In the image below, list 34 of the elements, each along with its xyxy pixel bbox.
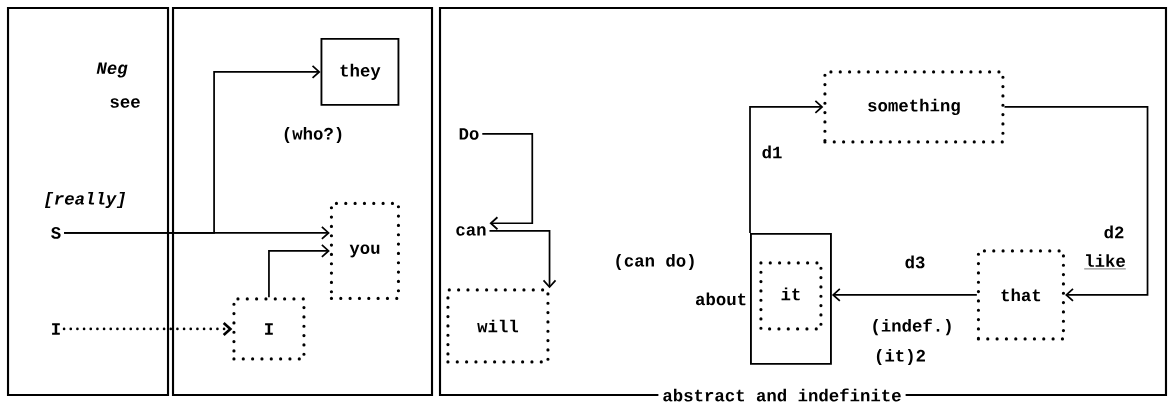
edge-label: d3 <box>903 254 927 270</box>
heading: abstract and indefinite <box>658 384 906 403</box>
arrow <box>749 100 824 234</box>
arrow <box>63 226 330 240</box>
word: I <box>52 323 60 335</box>
word: [really] <box>45 191 125 209</box>
word: about <box>695 292 746 306</box>
word: (indef.) <box>873 318 951 336</box>
arrow <box>488 230 557 289</box>
word: see <box>110 98 140 108</box>
word: S <box>51 227 61 239</box>
word: Neg <box>96 62 128 78</box>
word: (can do) <box>616 253 694 271</box>
word: can <box>456 226 486 236</box>
dotted-box: something <box>823 70 1005 144</box>
arrow <box>831 288 978 302</box>
arrow <box>481 133 534 231</box>
word: Do <box>459 128 479 140</box>
word-box: it <box>750 233 832 365</box>
edge-label: d1 <box>760 144 784 160</box>
dotted-box: that <box>976 249 1066 341</box>
panel-box <box>6 6 170 397</box>
word: (it)2 <box>876 348 925 366</box>
dotted-box: I <box>232 297 306 361</box>
panel-box <box>171 6 434 397</box>
dotted-box: you <box>329 201 401 301</box>
arrow <box>268 244 330 299</box>
edge-label: d2 <box>1102 224 1126 240</box>
arrow <box>1003 106 1149 302</box>
word: like <box>1083 254 1127 270</box>
arrow <box>62 321 233 336</box>
word-box: they <box>320 38 400 106</box>
word: (who?) <box>284 126 342 144</box>
dotted-box: will <box>446 288 550 364</box>
